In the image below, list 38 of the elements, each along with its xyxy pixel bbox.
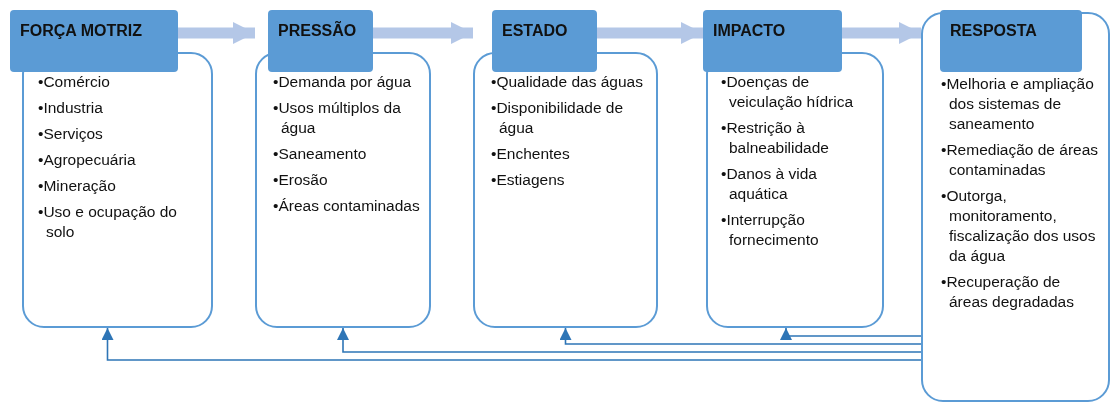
bullet-item: •Erosão — [273, 170, 329, 190]
bullet-item: •Remediação de áreas contaminadas — [941, 140, 1100, 180]
bullet-item: •Demanda por água — [273, 72, 413, 92]
stage-group — [10, 10, 215, 330]
bullet-item: •Industria — [38, 98, 104, 118]
bullet-item: •Melhoria e ampliação dos sistemas de saneamento — [941, 74, 1095, 134]
bullet-item: •Comércio — [38, 72, 111, 92]
bullet-item: •Enchentes — [491, 144, 571, 164]
feedback-arrow — [559, 327, 922, 345]
bullet-item: •Mineração — [38, 176, 117, 196]
block-arrow — [178, 22, 255, 44]
bullet-item: •Restrição à balneabilidade — [721, 118, 830, 158]
block-arrow — [842, 22, 921, 44]
feedback-arrow — [337, 327, 922, 353]
feedback-arrow — [780, 327, 922, 340]
bullet-item: •Agropecuária — [38, 150, 137, 170]
bullet-item: •Disponibilidade de água — [491, 98, 625, 138]
bullet-item: •Outorga, monitoramento, fiscalização dos usos da água — [941, 186, 1097, 266]
stage-heading: ESTADO — [492, 10, 597, 72]
stage-group — [703, 10, 886, 330]
stage-heading: PRESSÃO — [268, 10, 373, 72]
stage-heading: IMPACTO — [703, 10, 842, 72]
bullet-item: •Serviços — [38, 124, 104, 144]
bullet-item: •Danos à vida aquática — [721, 164, 818, 204]
bullet-item: •Uso e ocupação do solo — [38, 202, 178, 242]
bullet-item: •Áreas contaminadas — [273, 196, 421, 216]
bullet-item: •Usos múltiplos da água — [273, 98, 402, 138]
block-arrow — [373, 22, 473, 44]
bullet-item: •Estiagens — [491, 170, 566, 190]
bullet-item: •Saneamento — [273, 144, 368, 164]
feedback-arrow — [101, 327, 922, 361]
bullet-item: •Interrupção fornecimento — [721, 210, 820, 250]
bullet-item: •Qualidade das águas — [491, 72, 644, 92]
stage-heading: FORÇA MOTRIZ — [10, 10, 178, 72]
bullet-item: •Doenças de veiculação hídrica — [721, 72, 855, 112]
bullet-item: •Recuperação de áreas degradadas — [941, 272, 1075, 312]
stage-heading: RESPOSTA — [940, 10, 1082, 72]
block-arrow — [597, 22, 703, 44]
